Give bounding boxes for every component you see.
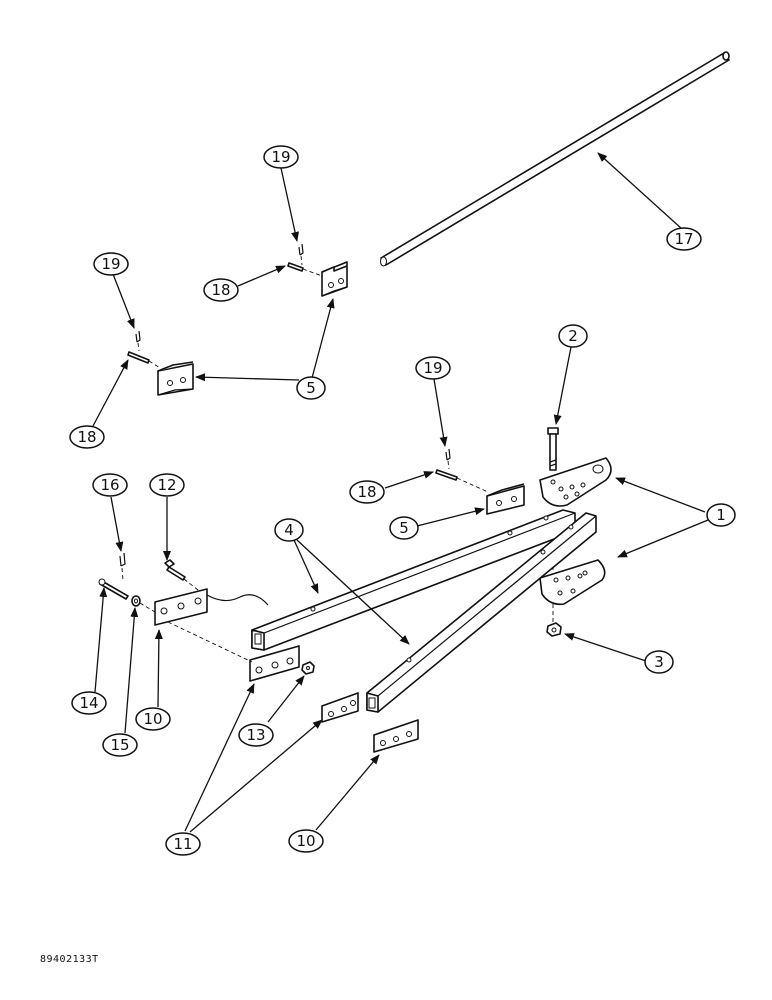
- svg-text:13: 13: [246, 726, 265, 744]
- svg-text:18: 18: [357, 483, 376, 501]
- callout-17: 17: [666, 227, 702, 251]
- bolt-part-2: [547, 427, 559, 471]
- tube-part-4-lower: [366, 512, 597, 713]
- svg-text:17: 17: [674, 230, 693, 248]
- leader-lines: [92, 152, 709, 833]
- svg-text:5: 5: [399, 519, 409, 537]
- callout-19-left: 19: [93, 252, 129, 276]
- callout-5-top: 5: [296, 376, 326, 400]
- svg-text:19: 19: [101, 255, 120, 273]
- nut-part-3: [546, 622, 562, 637]
- callout-10-right: 10: [288, 829, 324, 853]
- svg-text:16: 16: [100, 476, 119, 494]
- clip-part-19-top: [298, 243, 304, 266]
- bolt-part-12: [164, 559, 199, 591]
- plate-part-10-left: [154, 588, 269, 626]
- nut-part-13: [301, 661, 315, 675]
- svg-text:19: 19: [271, 148, 290, 166]
- callout-15: 15: [102, 733, 138, 757]
- clip-part-19-left: [135, 330, 141, 352]
- callout-16: 16: [92, 473, 128, 497]
- callout-11: 11: [165, 832, 201, 856]
- svg-text:4: 4: [284, 521, 294, 539]
- svg-text:19: 19: [423, 359, 442, 377]
- pin-part-18-left: [127, 351, 161, 369]
- rod-part-17: [380, 51, 730, 267]
- callout-13: 13: [238, 723, 274, 747]
- callout-19-right: 19: [415, 356, 451, 380]
- callout-1: 1: [706, 503, 736, 527]
- svg-text:15: 15: [110, 736, 129, 754]
- washer-part-15: [131, 595, 156, 613]
- svg-text:1: 1: [716, 506, 726, 524]
- svg-text:5: 5: [306, 379, 316, 397]
- svg-text:2: 2: [568, 327, 578, 345]
- bracket-part-5-top: [321, 261, 348, 297]
- plate-part-1-lower: [539, 538, 606, 622]
- svg-text:3: 3: [654, 653, 664, 671]
- plate-part-10-right: [373, 719, 419, 753]
- svg-text:18: 18: [77, 428, 96, 446]
- plate-part-1-upper: [539, 457, 612, 507]
- callout-4: 4: [274, 518, 304, 542]
- callout-5-right: 5: [389, 516, 419, 540]
- pin-part-18-top: [287, 262, 323, 277]
- plate-part-11-right: [321, 692, 359, 723]
- svg-text:12: 12: [157, 476, 176, 494]
- bracket-part-5-right: [486, 483, 525, 515]
- clip-part-19-right: [445, 448, 451, 470]
- callout-18-top: 18: [203, 278, 239, 302]
- drawing-code: 89402133T: [40, 954, 99, 965]
- pin-part-18-right: [435, 469, 489, 493]
- svg-text:11: 11: [173, 835, 192, 853]
- svg-text:14: 14: [79, 694, 98, 712]
- plate-part-11-left: [167, 621, 300, 682]
- callout-14: 14: [71, 691, 107, 715]
- callout-18-right: 18: [349, 480, 385, 504]
- clip-part-16: [119, 552, 126, 581]
- callout-3: 3: [644, 650, 674, 674]
- callout-12: 12: [149, 473, 185, 497]
- svg-text:18: 18: [211, 281, 230, 299]
- callout-19-top: 19: [263, 145, 299, 169]
- callout-2: 2: [558, 324, 588, 348]
- callout-10-left: 10: [135, 707, 171, 731]
- pin-part-14: [98, 578, 129, 600]
- bracket-part-5-left: [157, 361, 194, 396]
- svg-text:10: 10: [296, 832, 315, 850]
- svg-text:10: 10: [143, 710, 162, 728]
- callout-18-left: 18: [69, 425, 105, 449]
